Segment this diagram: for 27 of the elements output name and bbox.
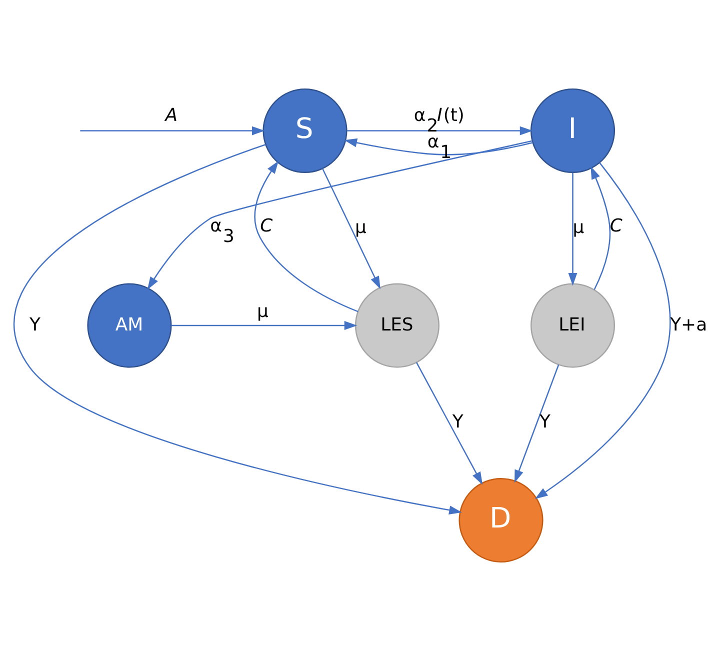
edge-label: C [610, 215, 622, 236]
arrow [80, 126, 265, 135]
arrow [171, 320, 358, 330]
arrow [322, 168, 380, 289]
edge-label: Y [539, 411, 550, 432]
arrow [514, 364, 560, 482]
edge-label: Y [452, 411, 464, 432]
edge-label: A [165, 104, 178, 126]
node-circle: AM [87, 282, 172, 368]
edge-label: μ [354, 216, 366, 238]
edge-label: μ [256, 300, 268, 322]
edge-label: μ [572, 216, 584, 238]
edge-label: C [260, 215, 273, 236]
arrow [416, 362, 483, 484]
node-circle: I [530, 88, 616, 173]
node-circle: D [458, 477, 544, 562]
node-circle: LES [354, 282, 440, 368]
arrow [346, 126, 533, 135]
arrow [344, 138, 533, 155]
node-circle: LEI [530, 282, 616, 368]
edge-label: Y [30, 314, 40, 335]
arrow [254, 160, 358, 312]
arrow [147, 140, 532, 290]
arrow [534, 162, 670, 499]
arrow [568, 172, 578, 286]
arrow [590, 166, 611, 290]
arrow [14, 144, 462, 514]
